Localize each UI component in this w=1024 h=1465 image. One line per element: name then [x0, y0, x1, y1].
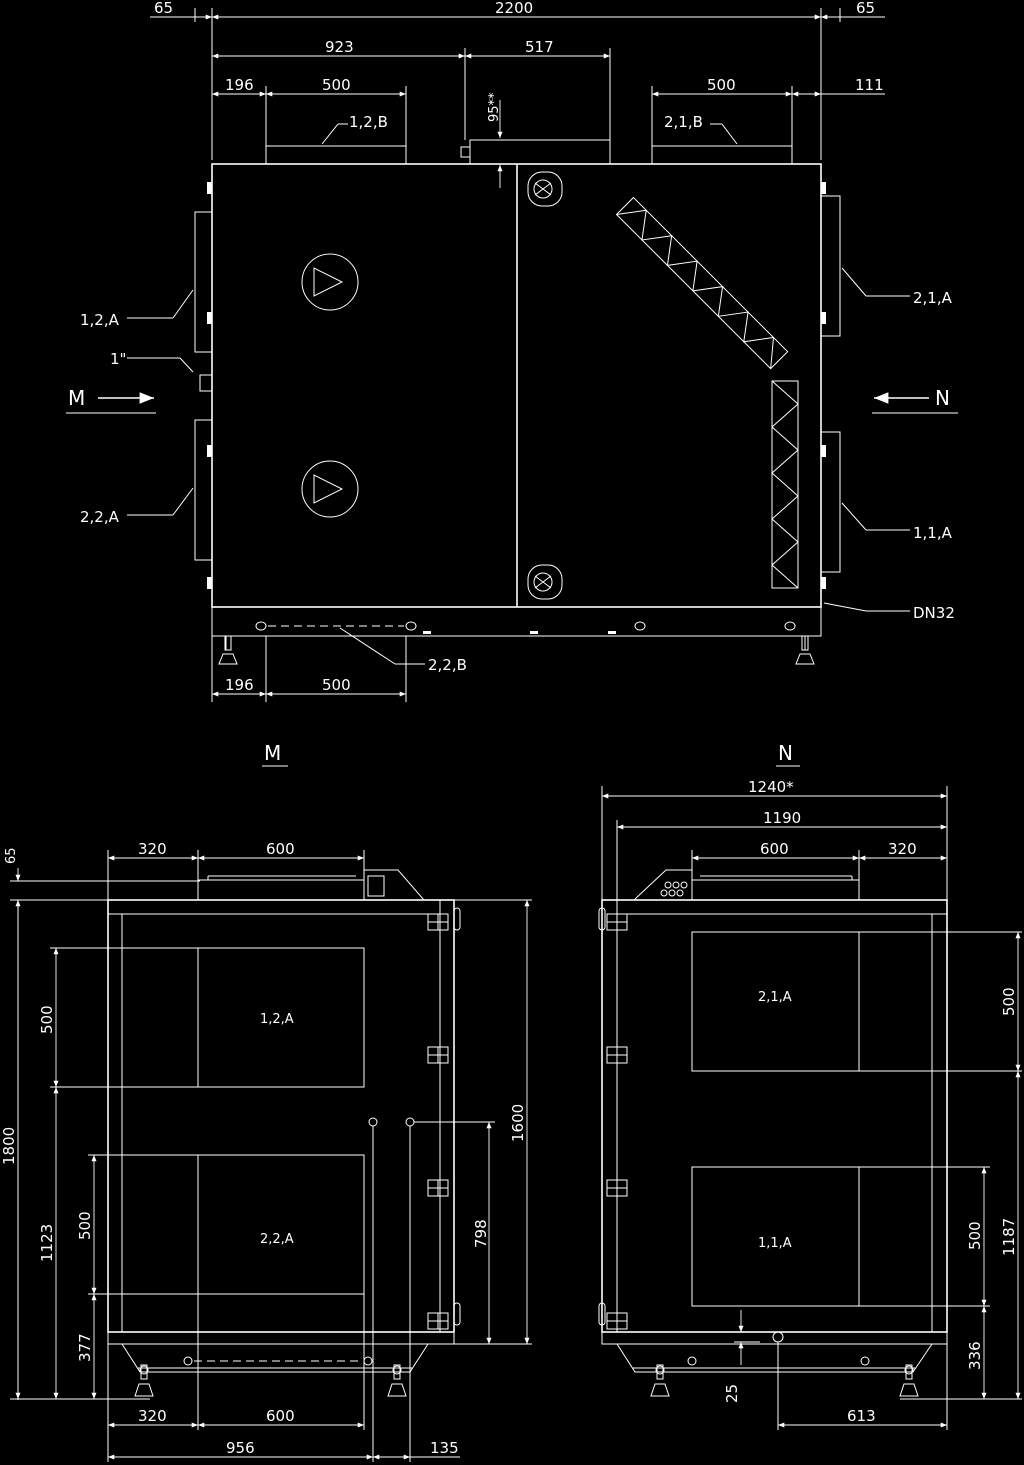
m-opening-lower	[197, 1154, 365, 1295]
view-n-title: N	[778, 741, 793, 765]
m-base-frame	[121, 1343, 429, 1373]
n-opening-lower-label: 1,1,A	[758, 1236, 792, 1251]
m-dim-135: 135	[430, 1439, 459, 1457]
m-dim-377: 377	[76, 1333, 94, 1362]
n-dim-1190: 1190	[763, 809, 801, 827]
duct-2-1-a	[820, 195, 841, 337]
label-2-2-b: 2,2,B	[428, 656, 467, 674]
n-cable-glands	[660, 881, 688, 897]
dim-111: 111	[855, 76, 884, 94]
arrow-m-label: M	[68, 386, 85, 410]
n-dim-320: 320	[888, 840, 917, 858]
duct-2-2-a	[194, 419, 213, 561]
n-base-frame	[616, 1343, 933, 1373]
hinge-icon	[598, 907, 628, 1330]
leveling-foot-icon	[134, 1364, 154, 1397]
m-opening-upper	[197, 947, 365, 1088]
pipe-1-inch	[199, 374, 213, 392]
filter-vertical	[771, 380, 799, 589]
m-top-duct	[197, 879, 365, 901]
n-drain-connection	[772, 1331, 784, 1343]
n-opening-lower	[691, 1166, 860, 1307]
view-m-title: M	[264, 741, 281, 765]
control-box-top	[469, 139, 611, 165]
n-dim-25: 25	[723, 1384, 741, 1403]
fan-icon	[301, 253, 359, 311]
n-dim-500-upper: 500	[1000, 987, 1018, 1016]
n-opening-upper	[691, 931, 860, 1072]
door-handle-icon	[527, 564, 563, 600]
m-connection-hole	[368, 1117, 378, 1127]
unit-body-view-n	[601, 899, 948, 1333]
n-dim-1187: 1187	[1000, 1218, 1018, 1256]
label-2-2-a: 2,2,A	[80, 508, 120, 526]
n-dim-500-lower: 500	[966, 1221, 984, 1250]
hinge-icon	[427, 907, 461, 1330]
label-2-1-b: 2,1,B	[664, 113, 703, 131]
leveling-foot-icon	[218, 635, 238, 665]
dim-196-bottom: 196	[225, 676, 254, 694]
m-dim-320-bottom: 320	[138, 1407, 167, 1425]
label-1-2-a: 1,2,A	[80, 311, 120, 329]
unit-body-view-m	[107, 899, 455, 1333]
m-dim-500-upper: 500	[38, 1005, 56, 1034]
door-handle-icon	[527, 171, 563, 207]
label-2-1-a: 2,1,A	[913, 289, 953, 307]
dim-65-right: 65	[856, 0, 875, 17]
leveling-foot-icon	[899, 1364, 919, 1397]
duct-2-1-b	[651, 145, 793, 165]
m-dim-1600: 1600	[509, 1104, 527, 1142]
m-connection-hole	[405, 1117, 415, 1127]
n-top-duct	[691, 879, 860, 901]
n-dim-600: 600	[760, 840, 789, 858]
dim-517: 517	[525, 38, 554, 56]
n-dim-613: 613	[847, 1407, 876, 1425]
dim-2200: 2200	[495, 0, 533, 17]
m-dim-1800: 1800	[0, 1127, 18, 1165]
m-dim-600-bottom: 600	[266, 1407, 295, 1425]
duct-1-2-b	[265, 145, 407, 165]
dim-500-top-left: 500	[322, 76, 351, 94]
arrow-n-label: N	[935, 386, 950, 410]
fan-icon	[301, 460, 359, 518]
n-dim-1240: 1240*	[748, 778, 794, 796]
filter-diagonal	[615, 196, 789, 370]
dim-65-left: 65	[154, 0, 173, 17]
n-opening-upper-label: 2,1,A	[758, 990, 792, 1005]
dim-500-top-right: 500	[707, 76, 736, 94]
m-dim-65: 65	[4, 847, 19, 864]
leveling-foot-icon	[650, 1364, 670, 1397]
label-1-2-b: 1,2,B	[349, 113, 388, 131]
m-dim-600-top: 600	[266, 840, 295, 858]
top-dimension-lines	[150, 8, 885, 188]
top-view: 65 2200 65 923 517 196 500 500 111 95** …	[66, 0, 958, 702]
m-dim-798: 798	[472, 1219, 490, 1248]
dim-923: 923	[325, 38, 354, 56]
duct-1-1-a	[820, 431, 841, 573]
dim-95: 95**	[487, 92, 502, 122]
m-opening-lower-label: 2,2,A	[260, 1232, 294, 1247]
leveling-foot-icon	[387, 1364, 407, 1397]
m-opening-upper-label: 1,2,A	[260, 1012, 294, 1027]
label-1-1-a: 1,1,A	[913, 524, 953, 542]
m-dim-500-lower: 500	[76, 1211, 94, 1240]
m-dim-1123: 1123	[38, 1224, 56, 1262]
dim-196-top: 196	[225, 76, 254, 94]
view-m: M 320 600 65 1,2,A 2,2,A	[0, 741, 532, 1462]
base-holes	[255, 621, 796, 634]
duct-1-2-a	[194, 211, 213, 353]
label-1-inch: 1"	[110, 350, 126, 368]
m-dim-320-top: 320	[138, 840, 167, 858]
label-dn32: DN32	[913, 604, 955, 622]
n-dim-336: 336	[966, 1341, 984, 1370]
leveling-foot-icon	[795, 635, 815, 665]
m-dim-956: 956	[226, 1439, 255, 1457]
dim-500-bottom: 500	[322, 676, 351, 694]
view-n: N 1240* 1190 600 320 2,1,A 1	[598, 741, 1022, 1430]
